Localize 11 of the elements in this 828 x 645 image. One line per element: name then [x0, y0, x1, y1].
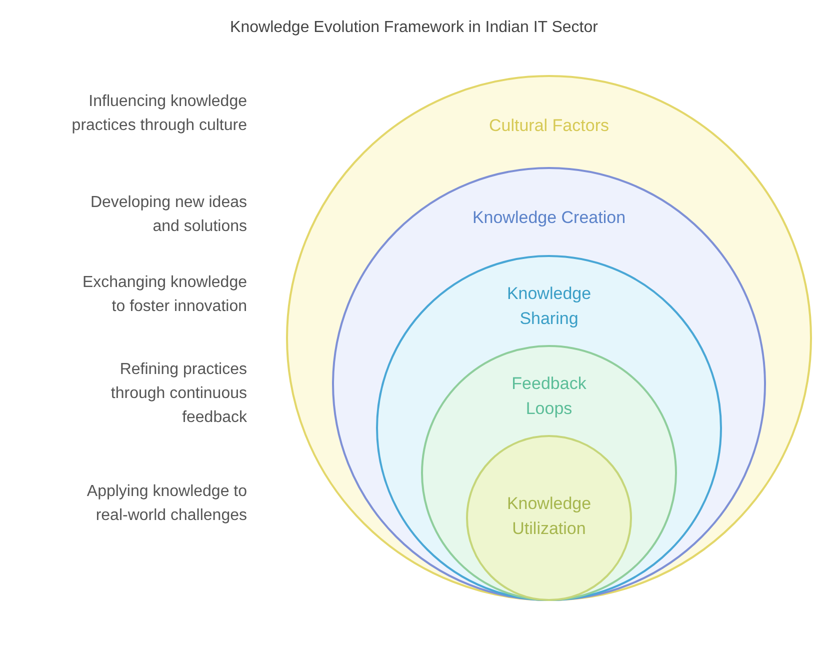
description-text: Applying knowledge to real-world challenges: [86, 482, 247, 526]
description-text: Refining practices through continuous feedback: [110, 360, 247, 428]
circle-label: Knowledge Utilization: [506, 493, 592, 540]
circle-label: Feedback Loops: [510, 373, 588, 420]
description-text: Exchanging knowledge to foster innovation: [81, 273, 247, 317]
diagram-title: Knowledge Evolution Framework in Indian IT Sector: [229, 18, 599, 38]
circle-label: Knowledge Creation: [471, 207, 627, 229]
circle-label: Cultural Factors: [488, 115, 610, 137]
description-text: Influencing knowledge practices through culture: [70, 92, 247, 136]
circle-label: Knowledge Sharing: [506, 283, 592, 330]
description-text: Developing new ideas and solutions: [89, 193, 247, 237]
